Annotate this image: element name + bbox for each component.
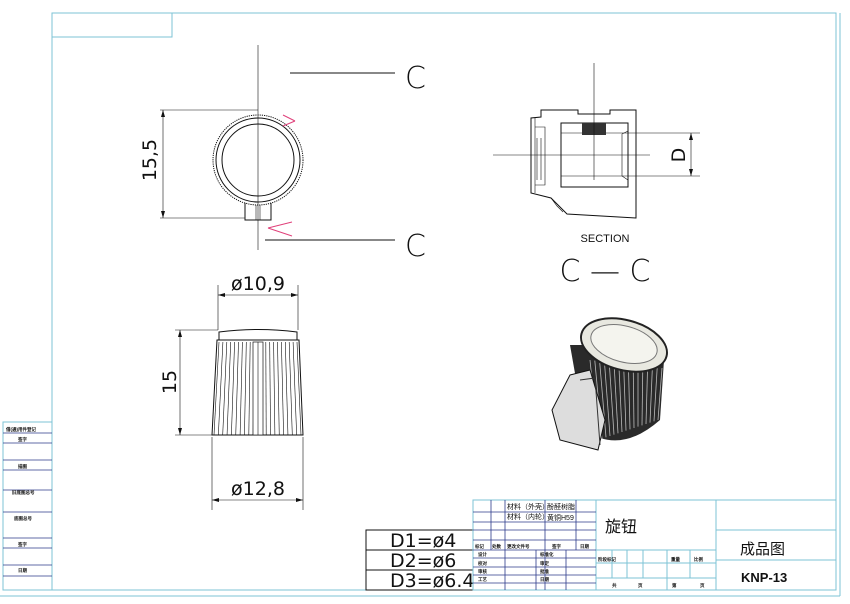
revision-header: 日期 [580, 543, 589, 550]
knurl-rib [641, 365, 644, 426]
sign-label: 审核 [478, 568, 487, 575]
knurl-rib [599, 361, 607, 438]
knurl-rib [222, 341, 228, 436]
knurl-rib [653, 367, 658, 422]
knurl-rib [628, 364, 631, 430]
sign-label: 工艺 [478, 576, 487, 583]
knurl-rib [604, 361, 611, 437]
page-label: 页 [700, 582, 705, 589]
strip-label: 签字 [17, 541, 27, 548]
strip-label: 日期 [18, 567, 27, 574]
section-arrow-top [282, 114, 296, 127]
knurl-rib [235, 341, 239, 436]
knurl-rib [248, 341, 251, 436]
knurl-rib [244, 341, 247, 436]
stage-header: 比例 [694, 556, 703, 563]
material-outer-label: 材料（外壳） [507, 502, 549, 511]
knurl-rib [213, 341, 220, 436]
sign-label: 设计 [478, 551, 487, 558]
knurl-rib [657, 367, 663, 421]
diameter-row: D1=ø4 [390, 530, 456, 552]
knurl-rib [632, 364, 635, 429]
knurl-rib [296, 341, 302, 436]
sign-label: 校对 [478, 560, 487, 567]
side-view: ø10,9 15 ø12,8 [159, 273, 304, 510]
strip-label: 描图 [18, 463, 27, 470]
knurl-rib [608, 362, 615, 435]
sign-label: 审定 [540, 560, 549, 567]
drawing-type: 成品图 [740, 541, 785, 558]
knurl-rib [231, 341, 235, 436]
material-inner-label: 材料（内轮） [507, 512, 549, 521]
stage-header: 阶段标记 [598, 556, 616, 563]
knurl-rib [613, 362, 619, 434]
knurl-rib [292, 341, 297, 436]
section-view: D SECTION C — C [493, 63, 700, 289]
dim-height-label: 15,5 [139, 139, 161, 181]
knob-3d-render [551, 317, 668, 451]
strip-label: 借(通)用件登记 [5, 426, 36, 433]
dim-bottom-diameter: ø12,8 [231, 478, 285, 500]
sign-label: 日期 [540, 576, 549, 583]
section-mark-top: C [405, 61, 426, 96]
page-label: 第 [672, 582, 677, 589]
knurl-rib [649, 366, 653, 423]
dim-height: 15 [159, 370, 181, 394]
sheet-frame [0, 12, 841, 597]
knurl-rib [288, 341, 293, 436]
material-outer-value: 酚醛树脂 [547, 502, 575, 511]
section-caption: SECTION [581, 233, 630, 245]
title-block: 材料（外壳） 酚醛树脂 材料（内轮） 黄铜H59 标记 处数 更改文件号 签字 … [472, 499, 837, 591]
diameter-row: D2=ø6 [390, 550, 456, 572]
knurl-rib [226, 341, 231, 436]
revision-header: 签字 [551, 543, 561, 550]
knurl-rib [277, 341, 280, 436]
front-view: 15,5 C C [139, 45, 426, 264]
diameter-row: D3=ø6.4 [390, 570, 474, 592]
section-arrow-bottom [267, 221, 293, 237]
left-strip: 借(通)用件登记 签字 描图 旧底图总号 底图总号 签字 日期 [2, 421, 53, 591]
knurl-rib [623, 363, 627, 431]
knurl-rib [269, 341, 271, 436]
revision-header: 更改文件号 [507, 543, 530, 550]
dim-d-label: D [668, 148, 690, 163]
material-inner-value: 黄铜H59 [547, 513, 574, 522]
strip-label: 底图总号 [14, 515, 32, 522]
revision-header: 标记 [474, 543, 484, 550]
part-name: 旋钮 [605, 518, 637, 536]
stage-header: 重量 [671, 556, 680, 563]
knurl-rib [618, 363, 623, 433]
section-name: C — C [560, 254, 651, 289]
knurl-rib [645, 366, 648, 425]
diameter-table: D1=ø4 D2=ø6 D3=ø6.4 [365, 529, 474, 592]
knurl-rib [285, 341, 289, 436]
section-mark-bottom: C [405, 229, 426, 264]
page-label: 页 [638, 582, 643, 589]
knurl-rib [281, 341, 284, 436]
revision-header: 处数 [491, 543, 501, 550]
page-label: 共 [612, 582, 617, 589]
strip-label: 签字 [17, 436, 27, 443]
knurl-rib [239, 341, 243, 436]
strip-label: 旧底图总号 [12, 489, 35, 496]
sign-label: 批准 [540, 568, 549, 575]
knurl-rib [218, 341, 224, 436]
sign-label: 标准化 [539, 551, 554, 558]
part-number: KNP-13 [741, 570, 787, 585]
dim-top-diameter: ø10,9 [231, 273, 285, 295]
knurl-rib [273, 341, 276, 436]
